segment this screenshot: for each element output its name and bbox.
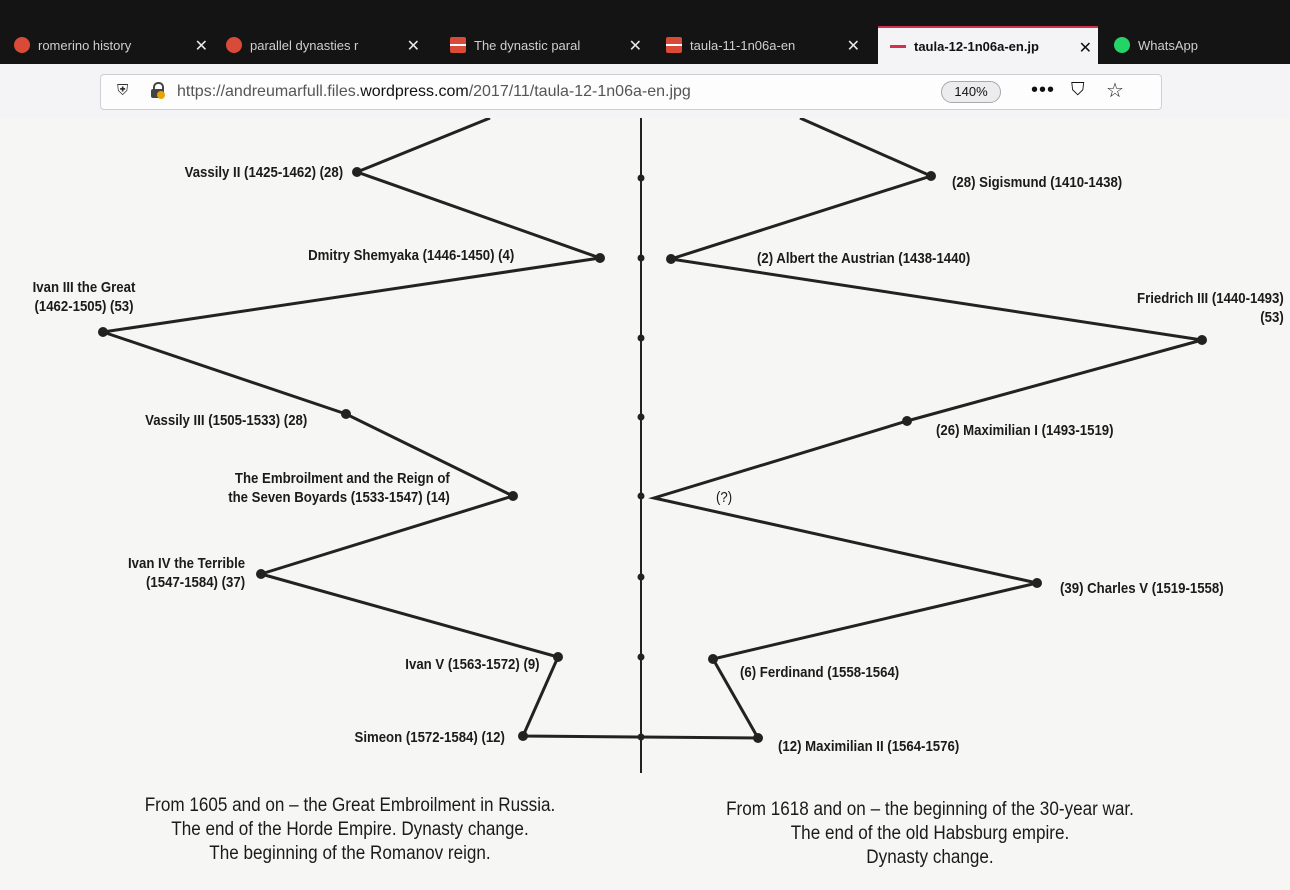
ruler-point-vassily-iii [341,409,351,419]
ruler-point-vassily-ii [352,167,362,177]
label-seven-boyards: The Embroilment and the Reign of the Sev… [228,470,450,506]
tab-taula-11[interactable]: taula-11-1n06a-en ✕ [666,26,866,64]
close-tab-icon[interactable]: ✕ [1078,40,1092,57]
dynasty-diagram [98,118,1207,773]
close-tab-icon[interactable]: ✕ [194,38,208,55]
label-maximilian-i: (26) Maximilian I (1493-1519) [936,422,1114,439]
label-vassily-iii: Vassily III (1505-1533) (28) [144,412,307,429]
ruler-point-albert [666,254,676,264]
tab-label: parallel dynasties r [250,37,359,53]
tab-strip: romerino history ✕ parallel dynasties r … [0,0,1290,68]
ruler-point-simeon [518,731,528,741]
tab-taula-12[interactable]: taula-12-1n06a-en.jp ✕ [878,26,1098,64]
timeline-tick [637,733,645,741]
page-actions-menu-icon[interactable]: ••• [1031,79,1056,101]
label-sigismund: (28) Sigismund (1410-1438) [952,174,1123,191]
google-favicon-icon [14,37,30,53]
sheet-favicon-icon [450,37,466,53]
tab-romerino-history[interactable]: romerino history ✕ [14,26,214,64]
tab-parallel-dynasties[interactable]: parallel dynasties r ✕ [226,26,426,64]
ruler-point-sigismund [926,171,936,181]
russian-dynasty-zigzag [102,118,642,739]
right-ruler-points [666,171,1207,743]
ruler-point-maximilian-ii [753,733,763,743]
tab-label: romerino history [38,37,132,53]
tab-label: WhatsApp [1138,37,1198,53]
ruler-point-friedrich-iii [1197,335,1207,345]
bookmark-star-icon[interactable]: ☆ [1106,80,1124,102]
footer-line: From 1605 and on – the Great Embroilment… [144,795,556,816]
label-maximilian-ii: (12) Maximilian II (1564-1576) [778,738,960,755]
image-viewport: Vassily II (1425-1462) (28) Dmitry Shemy… [0,118,1290,890]
timeline-tick [637,334,645,342]
label-ferdinand: (6) Ferdinand (1558-1564) [740,664,900,681]
timeline-tick [637,413,645,421]
timeline-ticks [637,174,645,741]
footer-line: Dynasty change. [866,847,994,868]
footer-line: The end of the old Habsburg empire. [790,823,1070,844]
label-dmitry-shemyaka: Dmitry Shemyaka (1446-1450) (4) [307,247,514,264]
habsburg-dynasty-zigzag [640,118,1203,740]
tab-label: taula-11-1n06a-en [690,37,796,53]
zoom-level-button[interactable]: 140% [941,81,1001,103]
timeline-tick [637,254,645,262]
label-ivan-iv: Ivan IV the Terrible (1547-1584) (37) [127,555,245,591]
ruler-point-dmitry-shemyaka [595,253,605,263]
google-favicon-icon [226,37,242,53]
tab-whatsapp[interactable]: WhatsApp [1114,26,1284,64]
footer-line: The beginning of the Romanov reign. [209,843,491,864]
pocket-icon[interactable]: ⛉ [1071,79,1085,99]
ruler-point-ferdinand [708,654,718,664]
ruler-point-seven-boyards [508,491,518,501]
footer-habsburg: From 1618 and on – the beginning of the … [696,798,1164,870]
sheet-favicon-icon [666,37,682,53]
url-path: /2017/11/taula-12-1n06a-en.jpg [468,83,691,100]
ruler-point-ivan-v [553,652,563,662]
address-bar[interactable]: ⛨ https://andreumarfull.files.wordpress.… [100,74,1162,110]
timeline-tick [637,653,645,661]
label-simeon: Simeon (1572-1584) (12) [354,729,505,746]
ruler-point-charles-v [1032,578,1042,588]
insecure-lock-icon[interactable] [151,82,165,99]
image-favicon-icon [890,45,906,48]
label-albert-the-austrian: (2) Albert the Austrian (1438-1440) [757,250,971,267]
whatsapp-icon [1114,37,1130,53]
timeline-tick [637,492,645,500]
close-tab-icon[interactable]: ✕ [846,38,860,55]
label-unknown-ruler: (?) [716,489,733,506]
url-text[interactable]: https://andreumarfull.files.wordpress.co… [177,83,691,101]
label-ivan-iii: Ivan III the Great (1462-1505) (53) [32,279,136,315]
label-vassily-ii: Vassily II (1425-1462) (28) [184,164,343,181]
url-prefix: https://andreumarfull.files. [177,83,361,100]
footer-line: The end of the Horde Empire. Dynasty cha… [171,819,529,840]
url-domain: wordpress.com [360,83,469,100]
timeline-tick [637,174,645,182]
close-tab-icon[interactable]: ✕ [628,38,642,55]
footer-russia: From 1605 and on – the Great Embroilment… [125,794,575,866]
label-charles-v: (39) Charles V (1519-1558) [1060,580,1224,597]
navigation-toolbar: ⛨ https://andreumarfull.files.wordpress.… [0,64,1290,118]
tracking-shield-icon[interactable]: ⛨ [117,82,129,99]
tab-dynastic-parallels[interactable]: The dynastic paral ✕ [450,26,648,64]
ruler-point-ivan-iv [256,569,266,579]
footer-line: From 1618 and on – the beginning of the … [726,799,1134,820]
ruler-point-ivan-iii [98,327,108,337]
label-friedrich-iii: Friedrich III (1440-1493) (53) [1137,290,1284,326]
left-ruler-points [98,167,605,741]
label-ivan-v: Ivan V (1563-1572) (9) [405,656,540,673]
timeline-tick [637,573,645,581]
tab-label: The dynastic paral [474,37,581,53]
ruler-point-maximilian-i [902,416,912,426]
tab-label: taula-12-1n06a-en.jp [914,38,1039,54]
close-tab-icon[interactable]: ✕ [406,38,420,55]
